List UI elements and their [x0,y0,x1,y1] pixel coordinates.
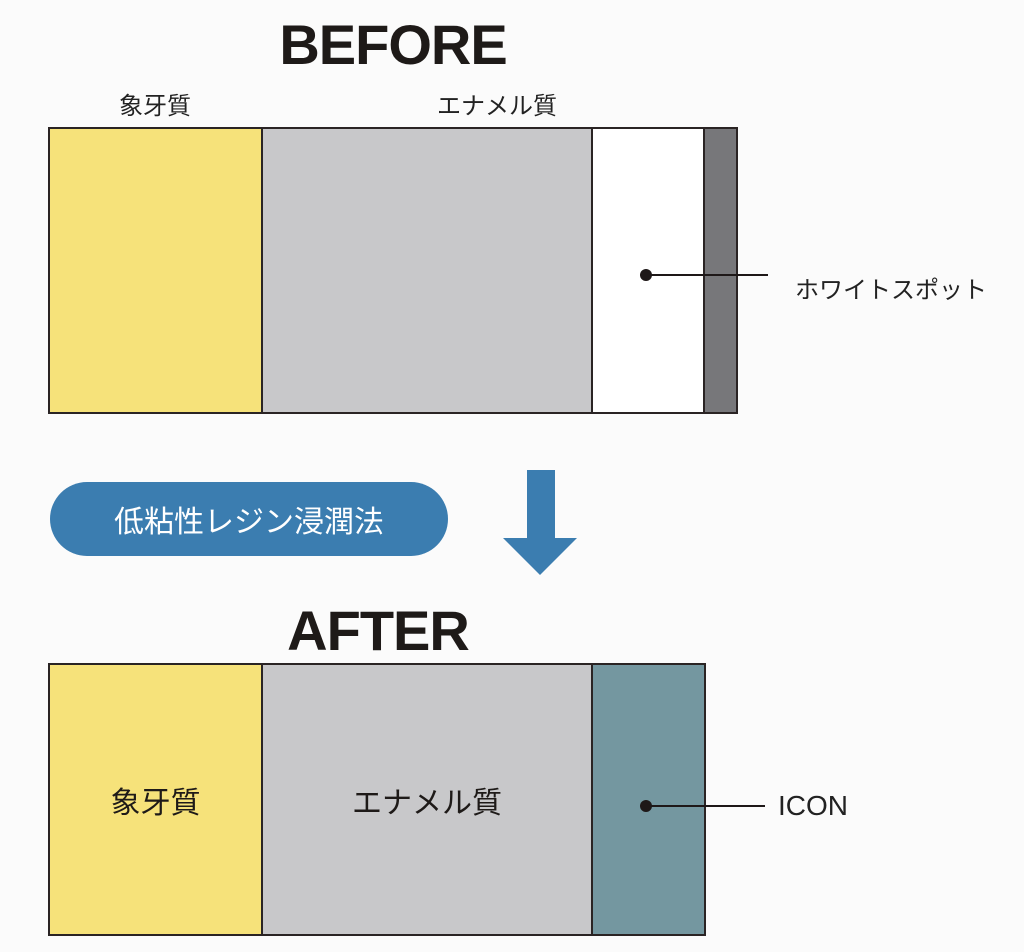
dentin-layer: 象牙質 [50,665,263,934]
after-title: AFTER [287,599,470,662]
enamel-layer: エナメル質 [263,665,593,934]
white-spot-callout: ホワイトスポット [795,276,987,304]
enamel-layer [263,129,593,412]
enamel-label: エナメル質 [352,785,502,821]
dentin-layer [50,129,263,412]
before-tooth-diagram [48,127,738,414]
before-title: BEFORE [279,13,507,76]
after-tooth-diagram: 象牙質 エナメル質 [48,663,706,936]
surface-layer [705,129,736,412]
process-badge: 低粘性レジン浸潤法 [50,482,448,556]
callout-line [646,274,768,276]
dentin-label: 象牙質 [119,92,191,120]
enamel-label: エナメル質 [437,92,557,120]
icon-treated-layer [593,665,704,934]
dentin-label: 象牙質 [110,785,201,821]
down-arrow-icon [503,470,577,575]
icon-callout: ICON [778,790,848,821]
callout-line [646,805,765,807]
process-label: 低粘性レジン浸潤法 [114,505,384,540]
